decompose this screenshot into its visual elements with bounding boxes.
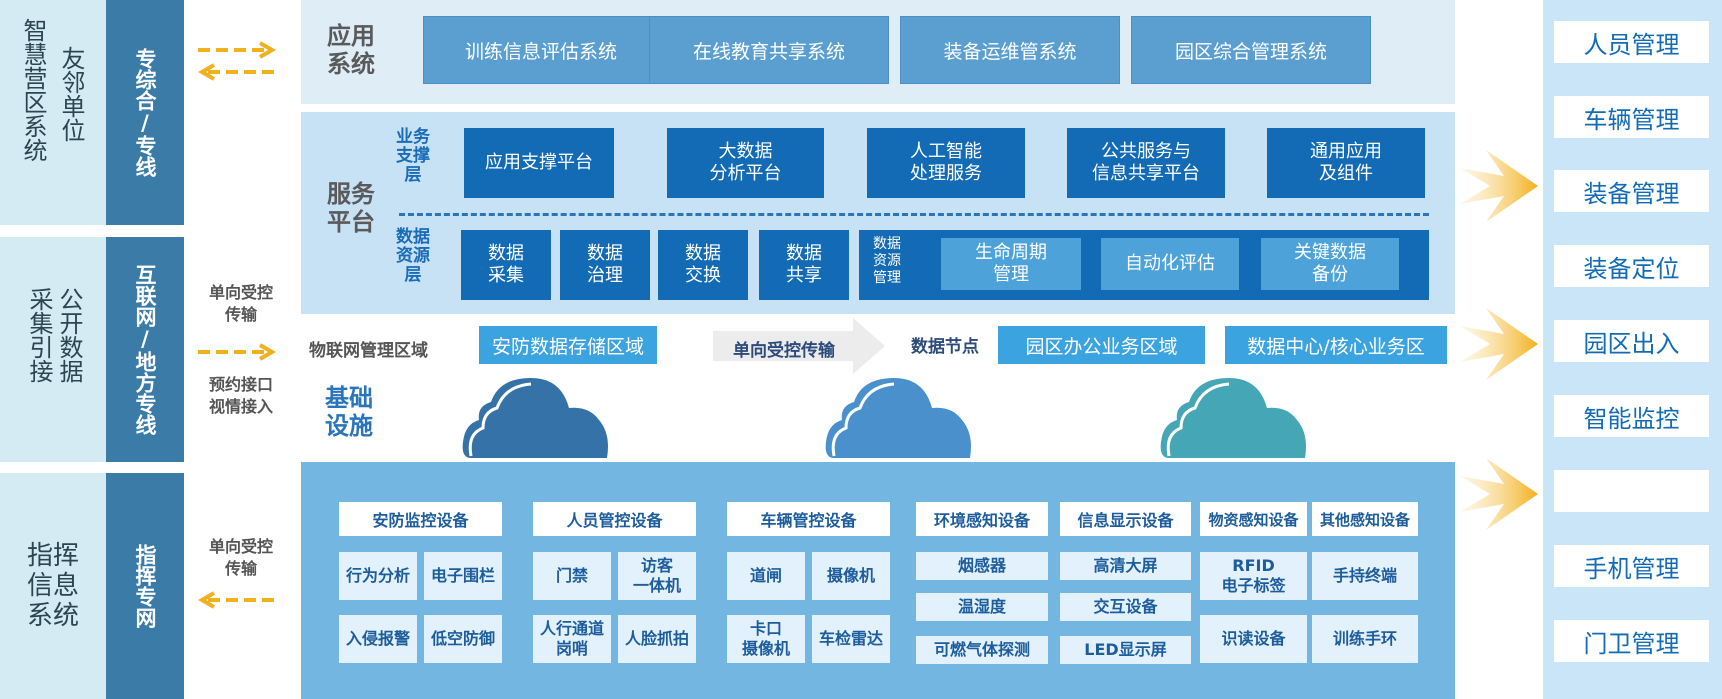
network-command-private: 指挥专网 [106, 473, 184, 699]
function-personnel-management[interactable]: 人员管理 [1554, 21, 1709, 63]
data-node-label: 数据节点 [911, 337, 979, 357]
device-rfid-tag[interactable]: RFID 电子标签 [1200, 552, 1307, 600]
layer-separator [399, 213, 1429, 216]
category-personnel-control[interactable]: 人员管控设备 [533, 502, 696, 536]
left-panel-public-data: 采集引接 公开数据 [0, 237, 106, 462]
device-electronic-fence[interactable]: 电子围栏 [424, 552, 502, 600]
device-low-altitude-defense[interactable]: 低空防御 [424, 615, 502, 663]
service-app-support-platform[interactable]: 应用支撑平台 [464, 128, 614, 198]
cloud-icon [825, 378, 971, 458]
device-access-control[interactable]: 门禁 [533, 552, 611, 600]
app-system-online-education[interactable]: 在线教育共享系统 [649, 16, 889, 84]
device-pedestrian-gate[interactable]: 人行通道 岗哨 [533, 615, 611, 663]
label-collect-access: 采集引接 [25, 287, 53, 383]
app-system-training-eval[interactable]: 训练信息评估系统 [423, 16, 659, 84]
data-governance[interactable]: 数据 治理 [560, 230, 650, 300]
oneway-transfer-arrow-icon [713, 318, 885, 374]
network-dedicated-line: 专综合/专线 [106, 0, 184, 225]
device-vehicle-radar[interactable]: 车检雷达 [812, 615, 890, 663]
category-other-sensing[interactable]: 其他感知设备 [1312, 502, 1418, 536]
layer-title-service-platform: 服务平台 [327, 180, 375, 236]
data-sharing[interactable]: 数据 共享 [759, 230, 849, 300]
big-arrow-icon [1460, 458, 1538, 530]
function-guard-management[interactable]: 门卫管理 [1554, 620, 1709, 662]
automated-evaluation[interactable]: 自动化评估 [1101, 238, 1239, 290]
device-visitor-kiosk[interactable]: 访客 一体机 [618, 552, 696, 600]
category-vehicle-control[interactable]: 车辆管控设备 [727, 502, 890, 536]
left-panel-command: 指挥信息系统 [0, 473, 106, 699]
device-gas-detector[interactable]: 可燃气体探测 [916, 636, 1048, 664]
link-label-reservation: 预约接口视情接入 [208, 375, 273, 416]
big-arrow-icon [1460, 308, 1538, 380]
device-led-screen[interactable]: LED显示屏 [1060, 636, 1191, 664]
label-public-data: 公开数据 [55, 287, 83, 383]
network-label: 专综合/专线 [133, 48, 157, 177]
app-system-equipment-ops[interactable]: 装备运维管系统 [900, 16, 1120, 84]
device-hd-screen[interactable]: 高清大屏 [1060, 552, 1191, 580]
service-platform-layer: 服务平台 业务支撑层 应用支撑平台 大数据 分析平台 人工智能 处理服务 公共服… [301, 112, 1455, 314]
category-material-sensing[interactable]: 物资感知设备 [1200, 502, 1307, 536]
function-phone-management[interactable]: 手机管理 [1554, 545, 1709, 587]
device-intrusion-alarm[interactable]: 入侵报警 [339, 615, 417, 663]
service-public-info-sharing[interactable]: 公共服务与 信息共享平台 [1067, 128, 1225, 198]
left-arrow-icon [198, 591, 278, 609]
category-environment-sensing[interactable]: 环境感知设备 [916, 502, 1048, 536]
device-reader[interactable]: 识读设备 [1200, 615, 1307, 663]
label-command-info-system: 指挥信息系统 [26, 541, 79, 631]
device-camera[interactable]: 摄像机 [812, 552, 890, 600]
iot-management-zone-label: 物联网管理区域 [309, 341, 428, 361]
bidirectional-arrow-icon [198, 41, 278, 81]
layer-title-application: 应用系统 [327, 22, 375, 78]
category-security-monitoring[interactable]: 安防监控设备 [339, 502, 502, 536]
network-label: 指挥专网 [133, 544, 157, 628]
label-smart-camp-system: 智慧营区系统 [19, 18, 47, 162]
device-behavior-analysis[interactable]: 行为分析 [339, 552, 417, 600]
function-vehicle-management[interactable]: 车辆管理 [1554, 96, 1709, 138]
lifecycle-management[interactable]: 生命周期 管理 [941, 238, 1081, 290]
device-training-wristband[interactable]: 训练手环 [1312, 615, 1418, 663]
function-smart-monitoring[interactable]: 智能监控 [1554, 395, 1709, 437]
sublayer-title-business-support: 业务支撑层 [396, 127, 430, 185]
park-office-zone[interactable]: 园区办公业务区域 [998, 326, 1205, 364]
device-layer: 安防监控设备 人员管控设备 车辆管控设备 环境感知设备 信息显示设备 物资感知设… [301, 462, 1455, 699]
layer-title-infrastructure: 基础设施 [325, 384, 373, 440]
data-collection[interactable]: 数据 采集 [461, 230, 551, 300]
network-internet-local-line: 互联网/地方专线 [106, 237, 184, 462]
function-park-access[interactable]: 园区出入 [1554, 320, 1709, 362]
device-temp-humidity[interactable]: 温湿度 [916, 593, 1048, 621]
label-neighbor-units: 友邻单位 [57, 46, 85, 142]
device-checkpoint-camera[interactable]: 卡口 摄像机 [727, 615, 805, 663]
data-resource-management-label: 数据资源管理 [873, 236, 901, 286]
key-data-backup[interactable]: 关键数据 备份 [1261, 238, 1399, 290]
link-label-oneway: 单向受控传输 [208, 283, 273, 324]
function-equipment-positioning[interactable]: 装备定位 [1554, 245, 1709, 287]
device-smoke-detector[interactable]: 烟感器 [916, 552, 1048, 580]
link-label-oneway: 单向受控传输 [208, 537, 273, 578]
data-center-core-zone[interactable]: 数据中心/核心业务区 [1225, 326, 1447, 364]
left-panel-neighbor: 智慧营区系统 友邻单位 [0, 0, 106, 225]
data-exchange[interactable]: 数据 交换 [658, 230, 748, 300]
device-handheld-terminal[interactable]: 手持终端 [1312, 552, 1418, 600]
security-data-storage-zone[interactable]: 安防数据存储区域 [479, 326, 657, 364]
cloud-icon [1160, 378, 1306, 458]
sublayer-title-data-resource: 数据资源层 [396, 227, 430, 285]
function-equipment-management[interactable]: 装备管理 [1554, 170, 1709, 212]
device-face-capture[interactable]: 人脸抓拍 [618, 615, 696, 663]
oneway-transfer-label: 单向受控传输 [733, 341, 835, 361]
application-layer: 应用系统 训练信息评估系统 在线教育共享系统 装备运维管系统 园区综合管理系统 [301, 0, 1455, 104]
big-arrow-icon [1460, 150, 1538, 222]
network-label: 互联网/地方专线 [133, 264, 157, 435]
service-ai-processing[interactable]: 人工智能 处理服务 [867, 128, 1025, 198]
cloud-icon [462, 378, 608, 458]
data-resource-management: 数据资源管理 生命周期 管理 自动化评估 关键数据 备份 [859, 230, 1429, 300]
function-blank[interactable] [1554, 470, 1709, 512]
category-info-display[interactable]: 信息显示设备 [1060, 502, 1191, 536]
app-system-park-management[interactable]: 园区综合管理系统 [1131, 16, 1371, 84]
infrastructure-layer: 物联网管理区域 安防数据存储区域 单向受控传输 数据节点 园区办公业务区域 数据… [301, 314, 1455, 462]
service-big-data-platform[interactable]: 大数据 分析平台 [667, 128, 824, 198]
device-barrier-gate[interactable]: 道闸 [727, 552, 805, 600]
device-interactive[interactable]: 交互设备 [1060, 593, 1191, 621]
right-arrow-icon [198, 343, 276, 361]
service-common-components[interactable]: 通用应用 及组件 [1267, 128, 1425, 198]
